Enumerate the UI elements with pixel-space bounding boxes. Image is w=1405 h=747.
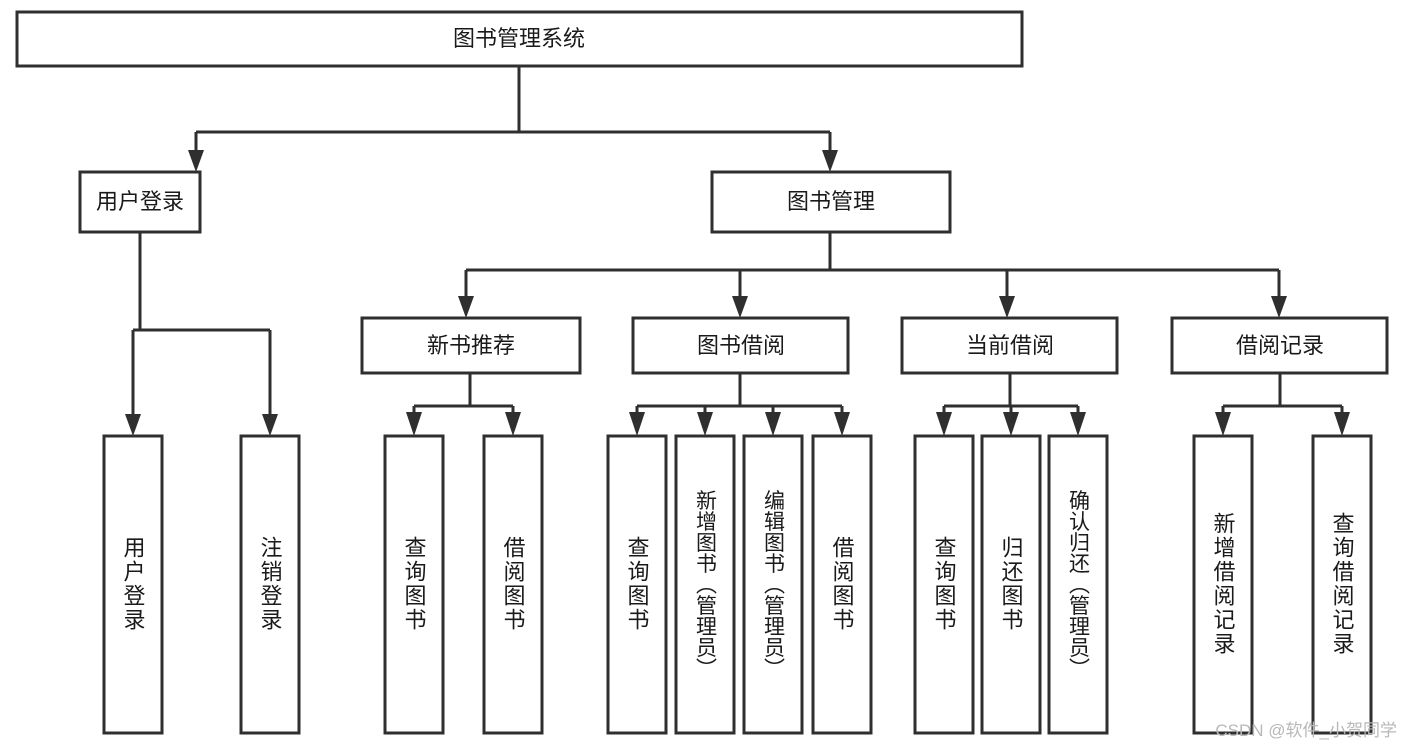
node-root[interactable]: 图书管理系统 bbox=[15, 10, 1024, 68]
arrow-leaf-query-book-3 bbox=[936, 412, 952, 436]
arrow-new-book-recommend bbox=[458, 296, 474, 318]
node-user-login[interactable]: 用户登录 bbox=[78, 170, 202, 234]
node-book-borrow-label: 图书借阅 bbox=[697, 333, 785, 358]
node-leaf-add-record-label: 新增借阅记录 bbox=[1211, 512, 1236, 656]
node-leaf-borrow-book-2-box[interactable] bbox=[811, 434, 873, 735]
node-leaf-add-book[interactable]: 新增图书（管理员） bbox=[674, 434, 736, 735]
arrow-leaf-add-book bbox=[697, 412, 713, 436]
arrow-borrow-record bbox=[1271, 296, 1287, 318]
node-leaf-query-record-box[interactable] bbox=[1311, 434, 1373, 735]
node-leaf-add-book-box[interactable] bbox=[674, 434, 736, 735]
node-current-borrow-label: 当前借阅 bbox=[966, 333, 1054, 358]
node-leaf-confirm-return[interactable]: 确认归还（管理员） bbox=[1047, 434, 1109, 735]
arrow-book-manage bbox=[822, 150, 838, 172]
node-leaf-query-book-3[interactable]: 查询图书 bbox=[913, 434, 975, 735]
node-leaf-return-book[interactable]: 归还图书 bbox=[980, 434, 1042, 735]
node-leaf-logout[interactable]: 注销登录 bbox=[239, 434, 301, 735]
node-leaf-return-book-label: 归还图书 bbox=[999, 536, 1024, 632]
node-book-manage[interactable]: 图书管理 bbox=[710, 170, 952, 234]
node-leaf-logout-label: 注销登录 bbox=[258, 536, 283, 632]
node-book-borrow-box[interactable] bbox=[631, 316, 850, 375]
arrow-leaf-query-record bbox=[1334, 412, 1350, 436]
arrow-leaf-edit-book bbox=[765, 412, 781, 436]
node-borrow-record[interactable]: 借阅记录 bbox=[1170, 316, 1389, 375]
node-leaf-query-book-2[interactable]: 查询图书 bbox=[606, 434, 668, 735]
node-leaf-add-record[interactable]: 新增借阅记录 bbox=[1192, 434, 1254, 735]
edge-layer bbox=[125, 66, 1350, 436]
node-leaf-add-book-label: 新增图书（管理员） bbox=[694, 490, 718, 679]
arrow-leaf-return-book bbox=[1003, 412, 1019, 436]
arrow-leaf-borrow-book-1 bbox=[505, 412, 521, 436]
arrow-leaf-borrow-book-2 bbox=[834, 412, 850, 436]
node-leaf-edit-book-label: 编辑图书（管理员） bbox=[762, 490, 786, 679]
arrow-user-login bbox=[188, 150, 204, 172]
node-leaf-confirm-return-box[interactable] bbox=[1047, 434, 1109, 735]
node-root-label: 图书管理系统 bbox=[453, 26, 585, 51]
node-current-borrow[interactable]: 当前借阅 bbox=[900, 316, 1119, 375]
node-book-manage-label: 图书管理 bbox=[787, 189, 875, 214]
node-user-login-box[interactable] bbox=[78, 170, 202, 234]
node-leaf-borrow-book-2-label: 借阅图书 bbox=[830, 536, 855, 632]
node-leaf-borrow-book-1-label: 借阅图书 bbox=[501, 536, 526, 632]
node-leaf-query-record-label: 查询借阅记录 bbox=[1330, 512, 1355, 656]
node-leaf-user-login[interactable]: 用户登录 bbox=[102, 434, 164, 735]
node-borrow-record-label: 借阅记录 bbox=[1236, 333, 1324, 358]
arrow-leaf-query-book-2 bbox=[629, 412, 645, 436]
node-leaf-confirm-return-label: 确认归还（管理员） bbox=[1067, 490, 1091, 679]
node-leaf-borrow-book-2[interactable]: 借阅图书 bbox=[811, 434, 873, 735]
node-leaf-return-book-box[interactable] bbox=[980, 434, 1042, 735]
node-leaf-borrow-book-1-box[interactable] bbox=[482, 434, 544, 735]
arrow-leaf-user-login bbox=[125, 414, 141, 436]
node-leaf-query-record[interactable]: 查询借阅记录 bbox=[1311, 434, 1373, 735]
node-book-manage-box[interactable] bbox=[710, 170, 952, 234]
node-leaf-query-book-1-label: 查询图书 bbox=[402, 536, 427, 632]
arrow-leaf-confirm-return bbox=[1070, 412, 1086, 436]
node-user-login-label: 用户登录 bbox=[96, 189, 184, 214]
node-new-book-recommend-box[interactable] bbox=[360, 316, 582, 375]
node-leaf-user-login-label: 用户登录 bbox=[121, 536, 146, 632]
node-leaf-edit-book[interactable]: 编辑图书（管理员） bbox=[742, 434, 804, 735]
csdn-watermark: CSDN @软件_小贺同学 bbox=[1215, 721, 1397, 740]
node-leaf-add-record-box[interactable] bbox=[1192, 434, 1254, 735]
arrow-book-borrow bbox=[732, 296, 748, 318]
arrow-leaf-add-record bbox=[1215, 412, 1231, 436]
arrow-current-borrow bbox=[999, 296, 1015, 318]
node-leaf-query-book-2-box[interactable] bbox=[606, 434, 668, 735]
node-leaf-logout-box[interactable] bbox=[239, 434, 301, 735]
node-leaf-edit-book-box[interactable] bbox=[742, 434, 804, 735]
arrow-leaf-query-book-1 bbox=[406, 412, 422, 436]
node-new-book-recommend-label: 新书推荐 bbox=[427, 333, 515, 358]
node-leaf-query-book-1[interactable]: 查询图书 bbox=[383, 434, 445, 735]
arrow-leaf-logout bbox=[262, 414, 278, 436]
node-borrow-record-box[interactable] bbox=[1170, 316, 1389, 375]
node-root-box[interactable] bbox=[15, 10, 1024, 68]
node-book-borrow[interactable]: 图书借阅 bbox=[631, 316, 850, 375]
node-leaf-query-book-1-box[interactable] bbox=[383, 434, 445, 735]
node-leaf-borrow-book-1[interactable]: 借阅图书 bbox=[482, 434, 544, 735]
node-leaf-query-book-2-label: 查询图书 bbox=[625, 536, 650, 632]
node-leaf-query-book-3-box[interactable] bbox=[913, 434, 975, 735]
node-leaf-query-book-3-label: 查询图书 bbox=[932, 536, 957, 632]
node-new-book-recommend[interactable]: 新书推荐 bbox=[360, 316, 582, 375]
node-current-borrow-box[interactable] bbox=[900, 316, 1119, 375]
node-leaf-user-login-box[interactable] bbox=[102, 434, 164, 735]
